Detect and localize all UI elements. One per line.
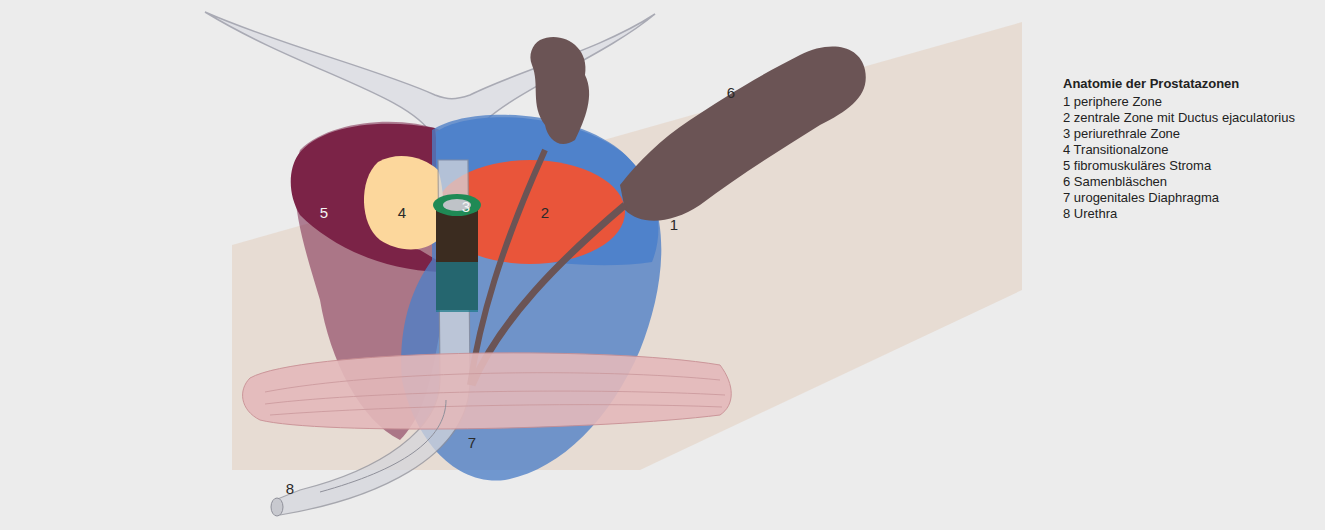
- legend-entry: 3 periurethrale Zone: [1063, 126, 1180, 142]
- callout-number: 1: [670, 216, 678, 233]
- legend-entry: 6 Samenbläschen: [1063, 174, 1167, 190]
- periurethral-ring: [433, 194, 481, 216]
- background: [20, 0, 1320, 528]
- legend-entry: 5 fibromuskuläres Stroma: [1063, 158, 1211, 174]
- ejaculatory-duct: [470, 150, 545, 385]
- callout-number: 8: [286, 480, 294, 497]
- legend-entry: 2 zentrale Zone mit Ductus ejaculatorius: [1063, 110, 1295, 126]
- seminal-vesicle-left: [530, 37, 589, 144]
- transition-zone: [364, 156, 443, 249]
- legend-entry: 8 Urethra: [1063, 206, 1117, 222]
- legend-entry: 4 Transitionalzone: [1063, 142, 1169, 158]
- urogenital-diaphragm: [243, 353, 732, 429]
- diaphragm-fibres: [265, 373, 725, 415]
- urethra-opening: [271, 498, 283, 516]
- callout-number: 7: [468, 434, 476, 451]
- callout-number: 5: [320, 204, 328, 221]
- legend-heading: Anatomie der Prostatazonen: [1063, 76, 1239, 91]
- urethra-edge: [320, 400, 446, 492]
- legend-entry: 7 urogenitales Diaphragma: [1063, 190, 1219, 206]
- callout-number: 4: [398, 204, 406, 221]
- section-plane: [232, 22, 1022, 470]
- callout-number: 6: [727, 84, 735, 101]
- periurethral-lower: [436, 262, 478, 312]
- legend-entry: 1 periphere Zone: [1063, 94, 1162, 110]
- seminal-vesicle-right: [620, 47, 866, 221]
- callout-number: 2: [541, 204, 549, 221]
- callout-number: 3: [462, 198, 470, 215]
